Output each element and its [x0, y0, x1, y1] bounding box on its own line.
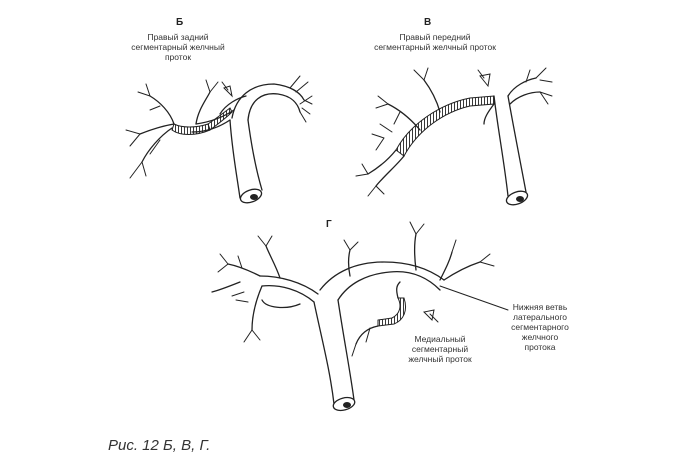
panel-b-label-line: сегментарный желчный — [131, 42, 225, 52]
panel-g-medial-label-line: желчный проток — [408, 354, 472, 364]
panel-g-letter: Г — [326, 219, 332, 230]
panel-g-lower-branch-label-line: протока — [524, 342, 556, 352]
panel-b-label-line: проток — [164, 52, 192, 62]
panel-v-letter: В — [424, 17, 432, 28]
panel-g-medial-label: Медиальный сегментарный желчный проток — [400, 334, 480, 364]
panel-b-label: Правый задний сегментарный желчный прото… — [128, 32, 228, 62]
panel-g-medial-label-line: Медиальный — [414, 334, 466, 344]
panel-g-medial-label-line: сегментарный — [411, 344, 469, 354]
figure-caption: Рис. 12 Б, В, Г. — [108, 437, 211, 454]
panel-v-label-line: сегментарный желчный проток — [374, 42, 496, 52]
panel-g-lower-branch-label: Нижняя ветвь латерального сегментарного … — [498, 302, 582, 352]
panel-v-diagram — [355, 67, 553, 206]
panel-g-lower-branch-label-line: сегментарного — [511, 322, 569, 332]
panel-v-label-line: Правый передний — [399, 32, 471, 42]
panel-b-letter: Б — [176, 17, 184, 28]
panel-v-label: Правый передний сегментарный желчный про… — [370, 32, 500, 52]
panel-g-lower-branch-label-line: латерального — [513, 312, 567, 322]
panel-g-lower-branch-label-line: Нижняя ветвь — [512, 302, 568, 312]
panel-g-diagram — [211, 221, 509, 412]
panel-g-lower-branch-label-line: желчного — [521, 332, 559, 342]
panel-b-label-line: Правый задний — [147, 32, 209, 42]
panel-b-diagram — [125, 75, 313, 204]
